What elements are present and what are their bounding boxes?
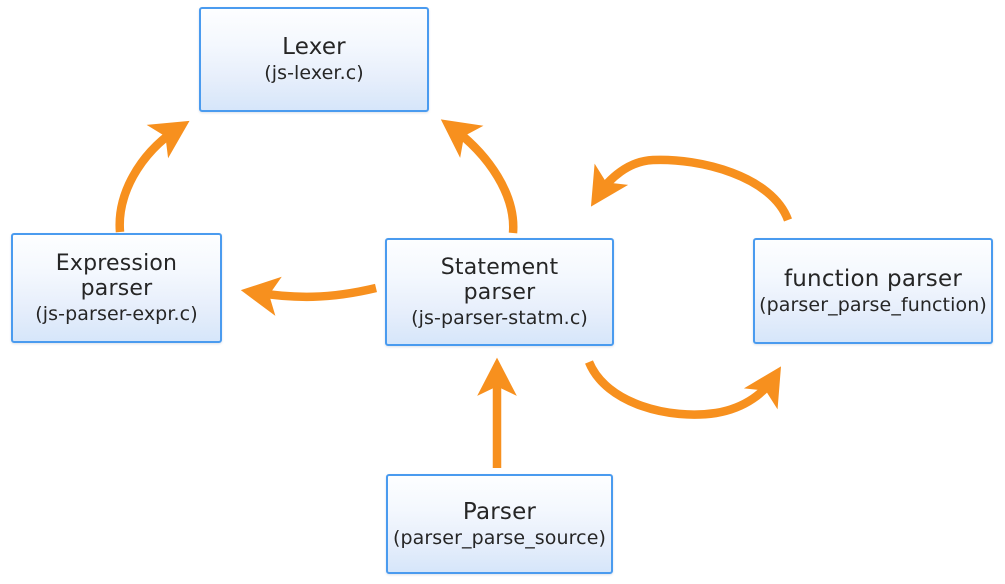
node-statement-parser-subtitle: (js-parser-statm.c) — [411, 306, 588, 329]
node-function-parser-subtitle: (parser_parse_function) — [759, 293, 987, 316]
node-statement-parser-title-line2: parser — [463, 280, 536, 306]
node-statement-parser-title: Statement — [440, 254, 559, 280]
node-statement-parser[interactable]: Statement parser (js-parser-statm.c) — [385, 238, 614, 346]
node-parser-subtitle: (parser_parse_source) — [392, 526, 607, 549]
node-lexer[interactable]: Lexer (js-lexer.c) — [199, 7, 429, 112]
arrow-expression-to-lexer — [115, 120, 190, 233]
arrow-statement-to-lexer — [440, 119, 518, 234]
arrow-statement-to-expression — [240, 276, 377, 316]
node-function-parser-title: function parser — [783, 265, 962, 292]
node-expression-parser-title: Expression — [55, 250, 178, 276]
node-expression-parser-title-line2: parser — [80, 276, 153, 302]
node-lexer-subtitle: (js-lexer.c) — [264, 62, 364, 85]
node-expression-parser[interactable]: Expression parser (js-parser-expr.c) — [11, 233, 222, 343]
node-lexer-title: Lexer — [282, 34, 346, 61]
arrow-statement-to-function — [585, 360, 782, 419]
node-parser[interactable]: Parser (parser_parse_source) — [386, 474, 613, 574]
node-parser-title: Parser — [462, 498, 537, 525]
arrow-function-to-statement — [590, 155, 792, 222]
node-expression-parser-subtitle: (js-parser-expr.c) — [35, 302, 198, 325]
node-function-parser[interactable]: function parser (parser_parse_function) — [753, 238, 993, 344]
